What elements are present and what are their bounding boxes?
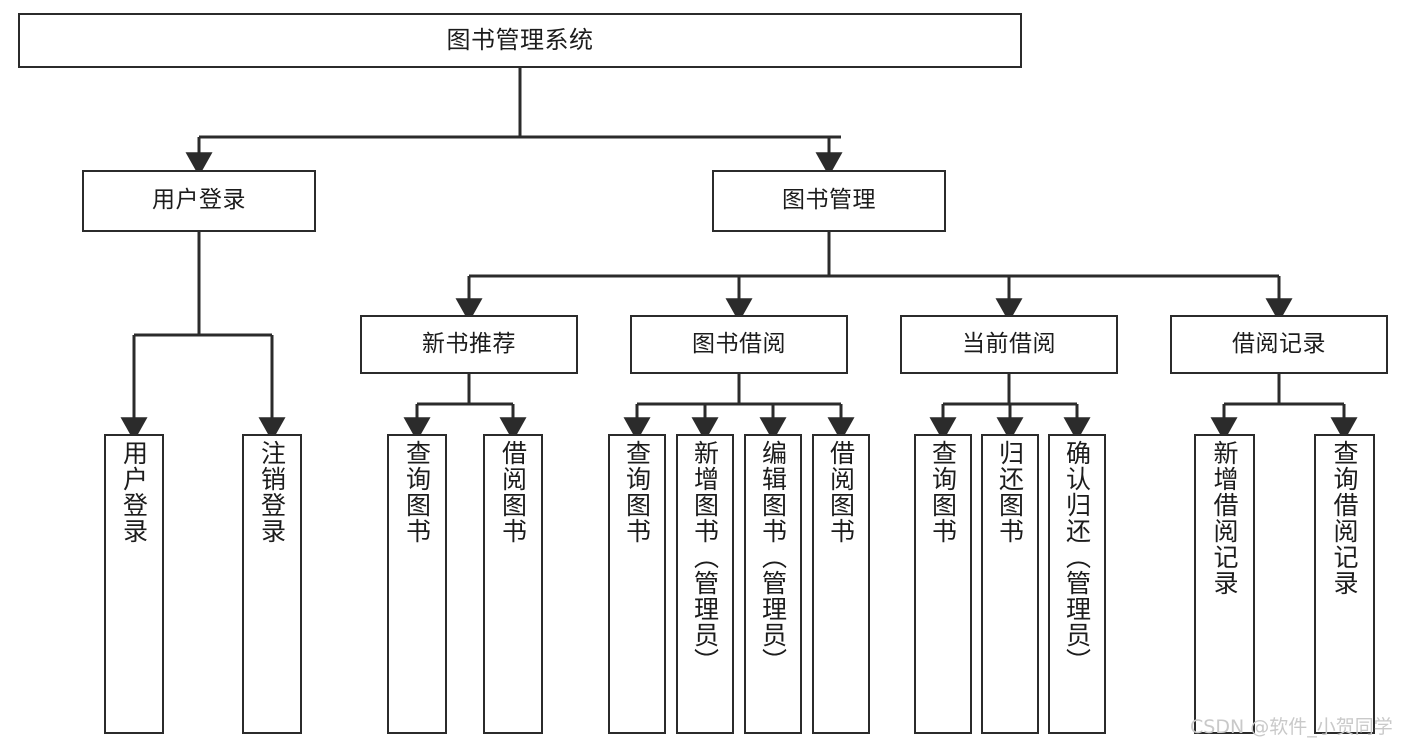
leaf-label: 注销登录 <box>257 440 287 544</box>
node-book-management[interactable]: 图书管理 <box>712 170 946 232</box>
leaf-current-borrow-return[interactable]: 归还图书 <box>981 434 1039 734</box>
node-book-borrow-label: 图书借阅 <box>692 330 786 357</box>
leaf-borrow-record-add[interactable]: 新增借阅记录 <box>1194 434 1255 734</box>
leaf-label: 确认归还（管理员） <box>1062 440 1092 674</box>
node-root-label: 图书管理系统 <box>446 26 594 55</box>
node-book-management-label: 图书管理 <box>782 187 876 214</box>
leaf-label: 用户登录 <box>119 440 149 544</box>
leaf-book-borrow-query[interactable]: 查询图书 <box>608 434 666 734</box>
leaf-book-borrow-edit[interactable]: 编辑图书（管理员） <box>744 434 802 734</box>
node-current-borrow[interactable]: 当前借阅 <box>900 315 1118 374</box>
watermark: CSDN @软件_小贺同学 <box>1190 716 1393 738</box>
node-new-book-recommend-label: 新书推荐 <box>422 330 516 357</box>
leaf-label: 查询图书 <box>622 440 652 544</box>
node-user-login-label: 用户登录 <box>152 187 246 214</box>
leaf-label: 查询图书 <box>402 440 432 544</box>
leaf-label: 借阅图书 <box>498 440 528 544</box>
node-borrow-records[interactable]: 借阅记录 <box>1170 315 1388 374</box>
node-new-book-recommend[interactable]: 新书推荐 <box>360 315 578 374</box>
node-current-borrow-label: 当前借阅 <box>962 330 1056 357</box>
leaf-book-borrow-borrow[interactable]: 借阅图书 <box>812 434 870 734</box>
leaf-new-book-borrow[interactable]: 借阅图书 <box>483 434 543 734</box>
leaf-label: 查询借阅记录 <box>1330 440 1359 596</box>
leaf-current-borrow-query[interactable]: 查询图书 <box>914 434 972 734</box>
leaf-label: 查询图书 <box>928 440 958 544</box>
leaf-label: 借阅图书 <box>826 440 856 544</box>
leaf-user-login-logout[interactable]: 注销登录 <box>242 434 302 734</box>
leaf-borrow-record-query[interactable]: 查询借阅记录 <box>1314 434 1375 734</box>
leaf-label: 归还图书 <box>995 440 1025 544</box>
leaf-current-borrow-confirm-return[interactable]: 确认归还（管理员） <box>1048 434 1106 734</box>
node-borrow-records-label: 借阅记录 <box>1232 330 1326 357</box>
leaf-label: 编辑图书（管理员） <box>758 440 788 674</box>
node-book-borrow[interactable]: 图书借阅 <box>630 315 848 374</box>
leaf-label: 新增图书（管理员） <box>690 440 720 674</box>
node-user-login[interactable]: 用户登录 <box>82 170 316 232</box>
leaf-new-book-query[interactable]: 查询图书 <box>387 434 447 734</box>
node-root[interactable]: 图书管理系统 <box>18 13 1022 68</box>
leaf-label: 新增借阅记录 <box>1210 440 1239 596</box>
leaf-book-borrow-add[interactable]: 新增图书（管理员） <box>676 434 734 734</box>
leaf-user-login-login[interactable]: 用户登录 <box>104 434 164 734</box>
